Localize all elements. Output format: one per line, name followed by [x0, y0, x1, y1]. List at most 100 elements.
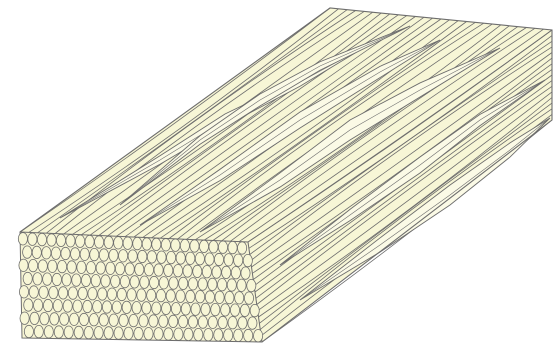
fiber-cross-section [76, 235, 85, 247]
fiber-cross-section [99, 249, 108, 261]
fiber-cross-section [63, 300, 72, 312]
fiber-cross-section [205, 253, 214, 265]
fiber-cross-section [238, 317, 247, 329]
fiber-cross-section [186, 290, 195, 302]
fiber-cross-section [59, 287, 68, 299]
fiber-cross-section [150, 276, 159, 288]
fiber-cross-section [215, 291, 224, 303]
fiber-cross-section [202, 266, 211, 278]
fiber-cross-section [120, 275, 129, 287]
fiber-cross-section [101, 275, 110, 287]
fiber-cross-section [132, 302, 141, 314]
fiber-cross-section [181, 303, 190, 315]
fiber-cross-section [228, 241, 237, 253]
fiber-cross-section [56, 234, 65, 246]
fiber-cross-section [244, 292, 253, 304]
fiber-cross-section [39, 286, 48, 298]
fiber-cross-section [32, 246, 41, 258]
fiber-cross-section [67, 261, 76, 273]
fiber-cross-section [24, 325, 33, 337]
fiber-cross-section [139, 315, 148, 327]
fiber-cross-section [218, 279, 227, 291]
fiber-cross-section [51, 247, 60, 259]
fiber-cross-section [43, 299, 52, 311]
fiber-cross-section [254, 330, 263, 342]
fiber-cross-section [72, 274, 81, 286]
fiber-cross-section [228, 317, 237, 329]
fiber-cross-section [176, 290, 185, 302]
fiber-cross-section [42, 247, 51, 259]
fiber-cross-section [91, 275, 100, 287]
fiber-cross-section [49, 286, 58, 298]
fiber-cross-section [104, 327, 113, 339]
fiber-cross-section [241, 267, 250, 279]
fiber-cross-section [66, 235, 75, 247]
fiber-cross-section [193, 265, 202, 277]
fiber-cross-section [34, 299, 43, 311]
fiber-cross-section [169, 315, 178, 327]
fiber-cross-section [159, 315, 168, 327]
fiber-cross-section [152, 302, 161, 314]
fiber-cross-section [89, 314, 98, 326]
fiber-cross-section [238, 242, 247, 254]
fiber-cross-section [138, 250, 147, 262]
fiber-cross-section [171, 239, 180, 251]
fiber-cross-section [20, 312, 29, 324]
fiber-cross-section [144, 328, 153, 340]
fiber-cross-section [52, 273, 61, 285]
fiber-cross-section [154, 264, 163, 276]
fiber-cross-section [38, 260, 47, 272]
fiber-cross-section [33, 273, 42, 285]
fiber-cross-section [99, 314, 108, 326]
fiber-cross-section [64, 326, 73, 338]
fiber-cross-section [142, 238, 151, 250]
fiber-cross-section [166, 290, 175, 302]
fiber-cross-section [159, 277, 168, 289]
fiber-cross-section [74, 326, 83, 338]
fiber-cross-section [190, 240, 199, 252]
fiber-cross-section [149, 315, 158, 327]
fiber-cross-section [205, 291, 214, 303]
fiber-cross-section [40, 313, 49, 325]
fiber-cross-section [218, 316, 227, 328]
fiber-cross-section [47, 234, 56, 246]
fiber-cross-section [115, 263, 124, 275]
fiber-cross-section [173, 265, 182, 277]
fiber-cross-section [142, 302, 151, 314]
fiber-cross-section [112, 301, 121, 313]
fiber-cross-section [230, 304, 239, 316]
fiber-cross-section [162, 302, 171, 314]
fiber-cross-section [174, 328, 183, 340]
fiber-cross-section [186, 252, 195, 264]
fiber-cross-section [96, 262, 105, 274]
fiber-cross-section [119, 250, 128, 262]
fiber-cross-section [130, 276, 139, 288]
fiber-cross-section [167, 251, 176, 263]
fiber-cross-section [81, 274, 90, 286]
fiber-cross-section [195, 253, 204, 265]
fiber-cross-section [48, 260, 57, 272]
fiber-cross-section [243, 254, 252, 266]
fiber-cross-section [73, 300, 82, 312]
fiber-cross-section [234, 329, 243, 341]
fiber-cross-section [53, 300, 62, 312]
fiber-cross-section [19, 259, 28, 271]
fiber-cross-section [71, 248, 80, 260]
fiber-cross-section [214, 329, 223, 341]
fiber-cross-section [98, 288, 107, 300]
fiber-cross-section [111, 275, 120, 287]
fiber-cross-section [19, 286, 28, 298]
fiber-cross-section [224, 329, 233, 341]
fiber-cross-section [176, 252, 185, 264]
fiber-cross-section [129, 314, 138, 326]
fiber-cross-section [62, 274, 71, 286]
fiber-cross-section [95, 236, 104, 248]
fiber-cross-section [237, 279, 246, 291]
fiber-cross-section [60, 313, 69, 325]
fiber-cross-section [109, 314, 118, 326]
fiber-cross-section [23, 246, 32, 258]
fiber-cross-section [147, 289, 156, 301]
fiber-cross-section [183, 265, 192, 277]
fiber-cross-section [154, 328, 163, 340]
